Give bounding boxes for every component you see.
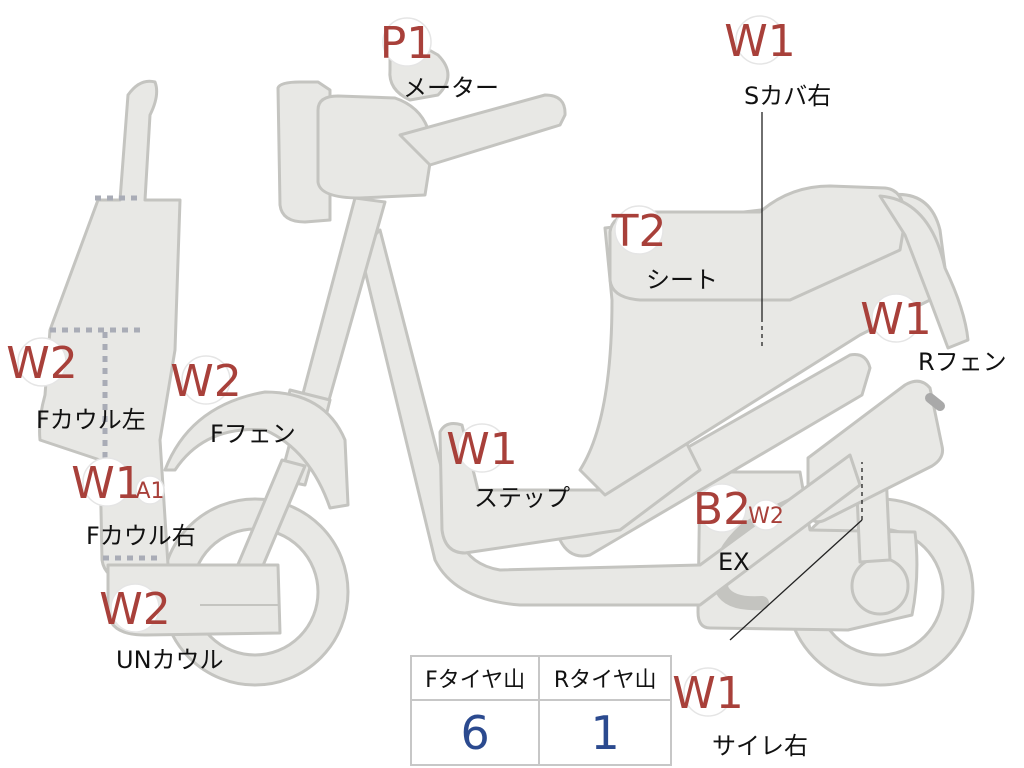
svg-text:W1: W1: [672, 668, 744, 719]
handle-cover: [316, 94, 434, 200]
svg-text:Fフェン: Fフェン: [210, 420, 296, 448]
marker-exhaust[interactable]: B2 W2 EX: [693, 483, 784, 576]
svg-text:サイレ右: サイレ右: [712, 732, 808, 760]
svg-text:P1: P1: [380, 18, 435, 69]
rear-hub: [850, 556, 910, 616]
marker-front-cowl-right[interactable]: W1 A1 Fカウル右: [71, 457, 196, 550]
marker-muffler-right[interactable]: W1 サイレ右: [672, 667, 808, 760]
marker-side-cover-right[interactable]: W1 Sカバ右: [724, 15, 831, 110]
svg-text:メーター: メーター: [403, 74, 499, 102]
svg-text:UNカウル: UNカウル: [116, 646, 224, 674]
front-fender: [163, 390, 350, 510]
marker-under-cowl[interactable]: W2 UNカウル: [99, 583, 224, 674]
svg-text:シート: シート: [646, 266, 718, 294]
marker-rear-fender[interactable]: W1 Rフェン: [860, 293, 1007, 376]
marker-step[interactable]: W1 ステップ: [446, 423, 570, 512]
svg-text:B2: B2: [693, 484, 751, 535]
front-tire-value: 6: [409, 699, 541, 766]
svg-text:Sカバ右: Sカバ右: [744, 82, 831, 110]
handlebar: [398, 93, 567, 167]
marker-front-cowl-left[interactable]: W2 Fカウル左: [6, 337, 146, 434]
front-tire-header: Fタイヤ山: [409, 655, 541, 701]
marker-meter[interactable]: P1 メーター: [380, 17, 499, 102]
svg-text:W2: W2: [170, 356, 242, 407]
svg-text:W2: W2: [748, 504, 784, 529]
svg-text:W2: W2: [6, 338, 78, 389]
svg-text:T2: T2: [611, 206, 667, 257]
svg-text:EX: EX: [718, 548, 750, 576]
svg-text:ステップ: ステップ: [474, 484, 570, 512]
floor-step: [438, 422, 702, 555]
marker-front-fender[interactable]: W2 Fフェン: [170, 355, 296, 448]
svg-text:Rフェン: Rフェン: [918, 348, 1007, 376]
marker-seat[interactable]: T2 シート: [611, 205, 718, 294]
leader-muffler: [729, 519, 863, 641]
svg-text:W1: W1: [860, 294, 932, 345]
svg-text:W1: W1: [71, 458, 143, 509]
rear-tire-value: 1: [538, 699, 672, 766]
tire-tread-table: Fタイヤ山 Rタイヤ山 6 1: [409, 655, 672, 766]
svg-text:W1: W1: [446, 424, 518, 475]
svg-text:W1: W1: [724, 16, 796, 67]
svg-text:Fカウル左: Fカウル左: [36, 406, 146, 434]
svg-text:Fカウル右: Fカウル右: [86, 522, 196, 550]
rear-tire-header: Rタイヤ山: [538, 655, 672, 701]
svg-text:W2: W2: [99, 584, 171, 635]
svg-text:A1: A1: [135, 479, 164, 504]
rear-fender: [878, 194, 970, 350]
